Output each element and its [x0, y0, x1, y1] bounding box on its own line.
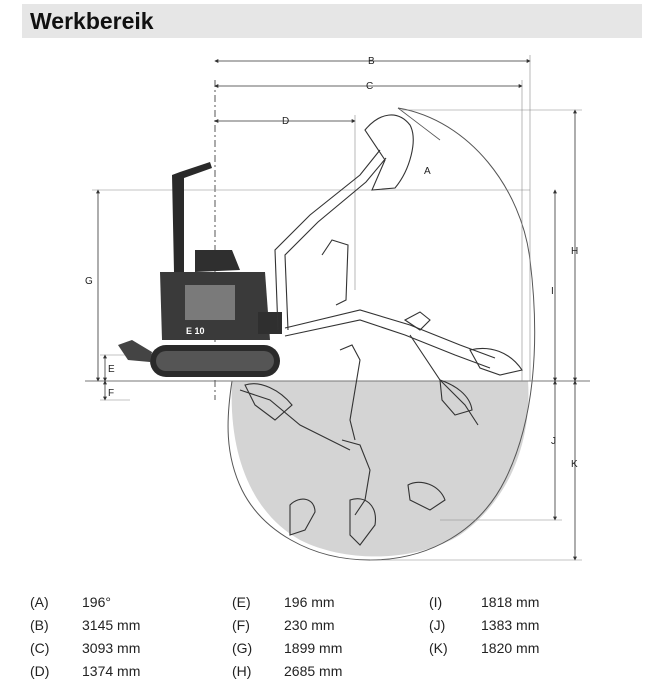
- reach-envelope: [227, 107, 536, 561]
- excavator: E 10: [118, 162, 282, 377]
- arm-path-horizontal: [284, 309, 496, 359]
- arm-path-upper: [274, 149, 381, 331]
- seat: [195, 250, 240, 272]
- boom-stored: [321, 239, 349, 306]
- spec-key: (D): [30, 662, 50, 679]
- rops-frame: [172, 162, 212, 272]
- dim-g-label: G: [85, 276, 93, 287]
- arm-positions: [239, 114, 523, 546]
- spec-value: 3145 mm: [82, 616, 141, 633]
- swing-post: [258, 312, 282, 334]
- dim-c-label: C: [366, 81, 373, 92]
- envelope-top-line: [397, 107, 441, 141]
- dim-k-label: K: [571, 459, 578, 470]
- spec-value: [481, 659, 581, 682]
- spec-key: (E): [232, 593, 251, 610]
- dim-h-label: H: [571, 246, 578, 257]
- bucket-lower-left: [244, 383, 293, 421]
- spec-value: 1374 mm: [82, 662, 141, 679]
- spec-key: (B): [30, 616, 49, 633]
- spec-value: 1818 mm: [481, 593, 540, 610]
- bucket-upper: [364, 114, 414, 191]
- spec-value: 230 mm: [284, 616, 335, 633]
- track-inner: [156, 351, 274, 371]
- arm-path-deep: [339, 344, 361, 441]
- dim-j-label: J: [551, 436, 556, 447]
- spec-value: 1383 mm: [481, 616, 540, 633]
- arm-path-mid-down: [409, 334, 479, 426]
- arm-path-lower-left: [239, 389, 351, 451]
- dim-d-label: D: [282, 116, 289, 127]
- spec-row: (B) 3145 mm (F) 230 mm (J) 1383 mm: [30, 613, 581, 636]
- digging-area: [231, 381, 529, 557]
- spec-row: (D) 1374 mm (H) 2685 mm: [30, 659, 581, 682]
- page-title: Werkbereik: [30, 8, 154, 34]
- dim-b-label: B: [368, 56, 375, 67]
- title-bar: Werkbereik: [22, 4, 642, 38]
- spec-key: [429, 659, 481, 682]
- bucket-deep-right: [407, 481, 446, 511]
- spec-key: (H): [232, 662, 252, 679]
- dim-f-label: F: [108, 388, 114, 399]
- spec-key: (F): [232, 616, 250, 633]
- spec-key: (A): [30, 593, 49, 610]
- spec-value: 196°: [82, 593, 111, 610]
- dim-i-label: I: [551, 286, 554, 297]
- spec-value: 1820 mm: [481, 639, 540, 656]
- arm-joint: [403, 311, 431, 331]
- dim-e-label: E: [108, 364, 115, 375]
- angle-a-label: A: [424, 166, 431, 177]
- spec-key: (J): [429, 616, 446, 633]
- machine-badge: E 10: [186, 326, 205, 336]
- spec-value: 3093 mm: [82, 639, 141, 656]
- spec-key: (G): [232, 639, 253, 656]
- arm-path-upper-2: [284, 157, 387, 331]
- arm-path-horizontal-2: [284, 319, 491, 369]
- spec-key: (I): [429, 593, 443, 610]
- spec-key: (C): [30, 639, 50, 656]
- spec-key: (K): [429, 639, 448, 656]
- arm-path-deep-2: [341, 439, 371, 516]
- working-range-diagram: B C D G E F H I J K A E 10: [85, 55, 590, 561]
- bucket-deep: [349, 498, 376, 546]
- spec-value: 1899 mm: [284, 639, 343, 656]
- spec-row: (C) 3093 mm (G) 1899 mm (K) 1820 mm: [30, 636, 581, 659]
- specs-table: (A) 196° (E) 196 mm (I) 1818 mm (B) 3145…: [30, 590, 581, 682]
- dozer-blade: [118, 340, 152, 362]
- bucket-mid-down: [439, 379, 473, 416]
- spec-value: 196 mm: [284, 593, 335, 610]
- engine-cover: [185, 285, 235, 320]
- spec-row: (A) 196° (E) 196 mm (I) 1818 mm: [30, 590, 581, 613]
- spec-value: 2685 mm: [284, 662, 343, 679]
- bucket-horizontal: [469, 347, 523, 376]
- bucket-deep-left: [289, 498, 316, 536]
